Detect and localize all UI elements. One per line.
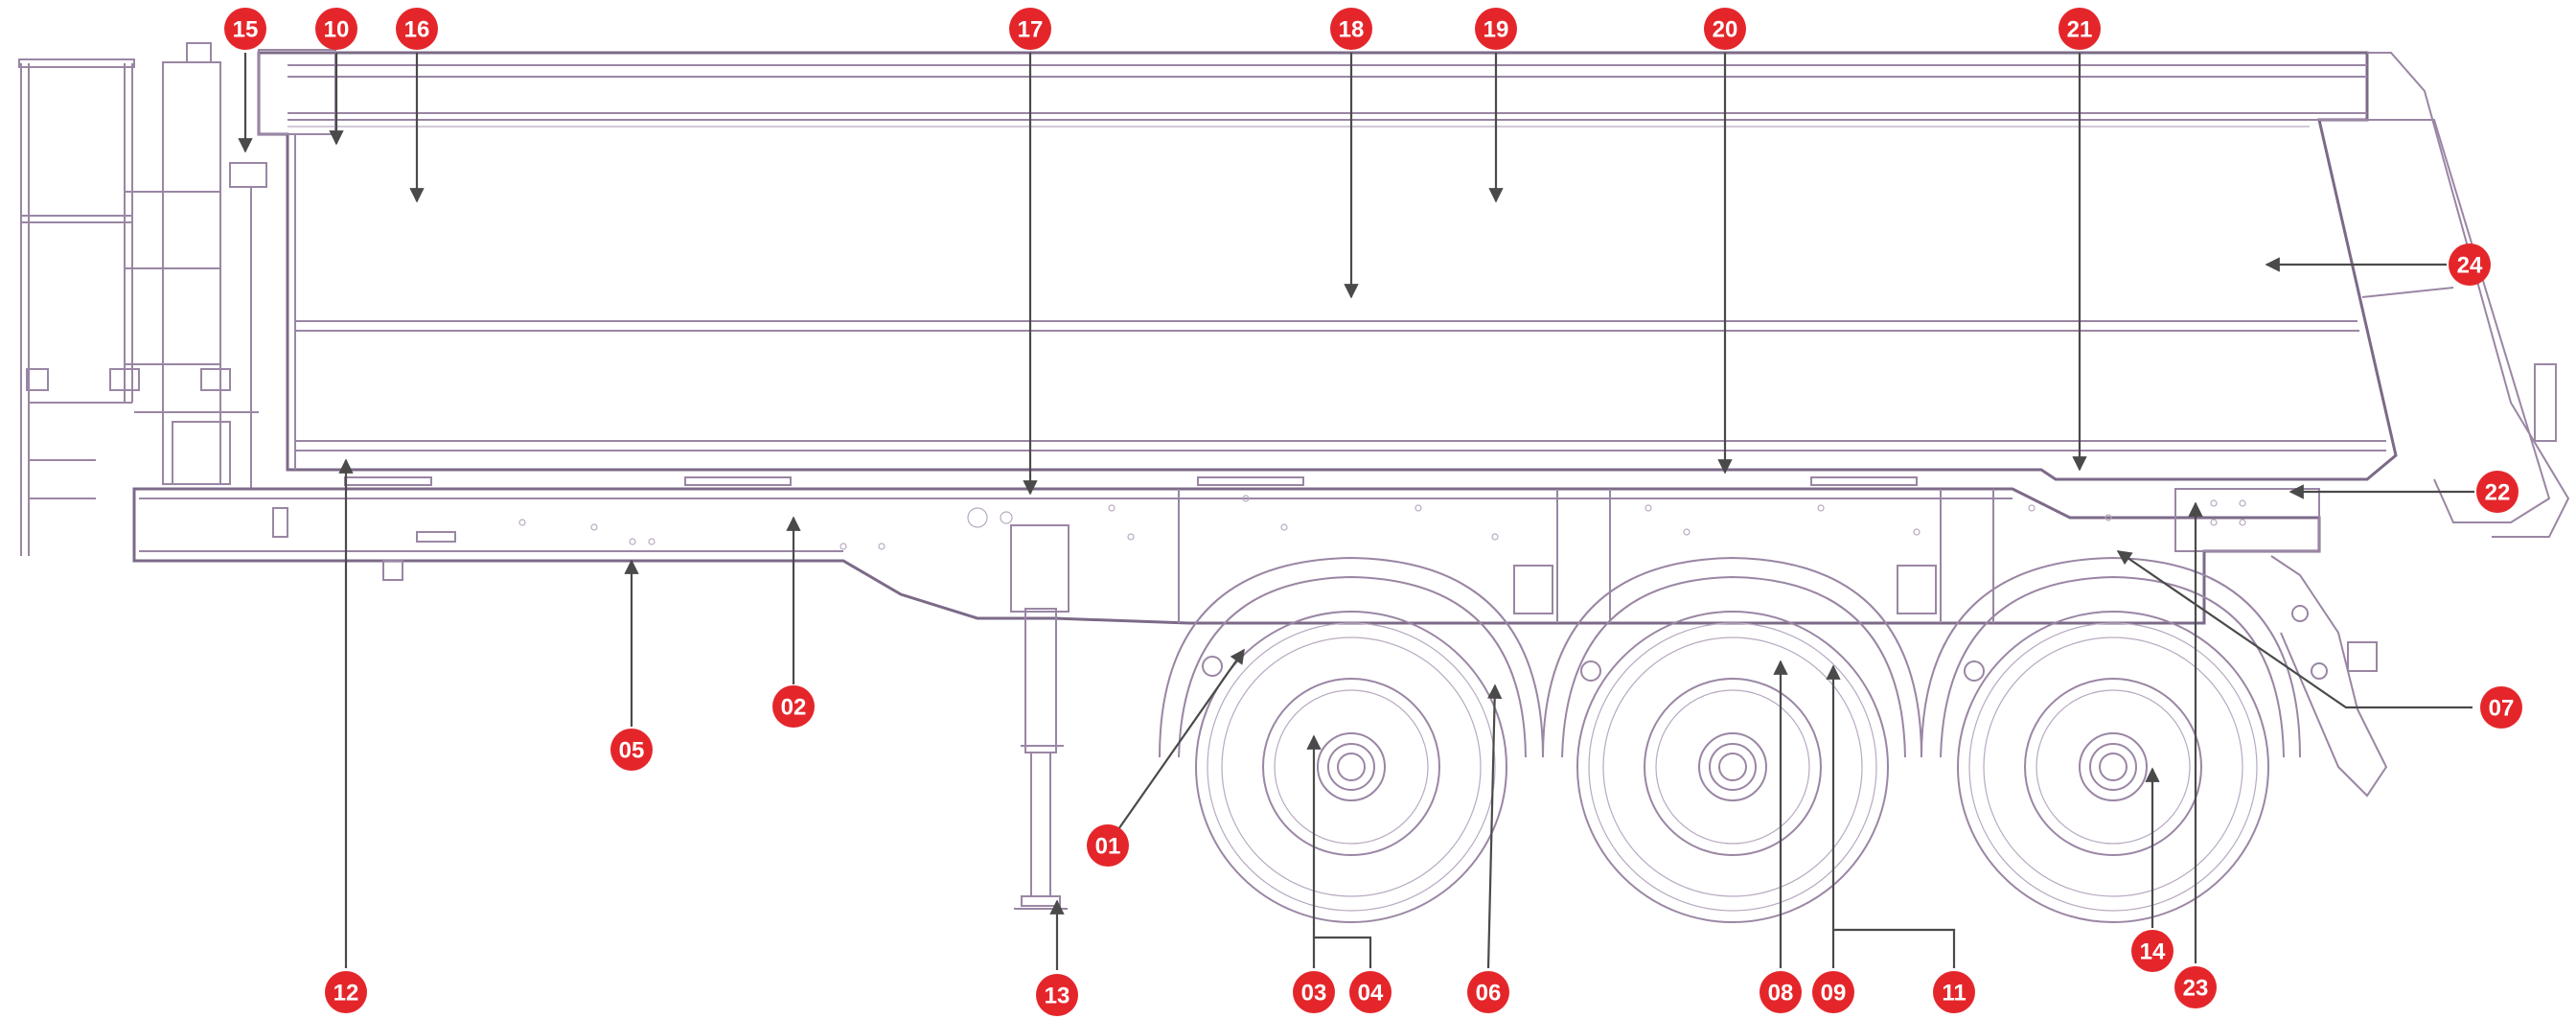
svg-text:24: 24 [2457, 253, 2483, 279]
callout-16: 16 [396, 8, 438, 50]
svg-text:14: 14 [2140, 939, 2166, 965]
axle-assembly [1159, 556, 2301, 923]
trailer-drawing [18, 42, 2570, 923]
callout-08: 08 [1760, 971, 1802, 1013]
landing-leg [1010, 524, 1070, 910]
callout-02: 02 [772, 685, 815, 728]
leader-01 [1116, 648, 1245, 833]
callout-24: 24 [2449, 243, 2491, 286]
callout-03: 03 [1293, 971, 1335, 1013]
callout-11: 11 [1933, 971, 1975, 1013]
front-ladder [18, 58, 231, 556]
svg-text:13: 13 [1045, 984, 1070, 1009]
leader-07 [2116, 550, 2472, 709]
callout-04: 04 [1349, 971, 1392, 1013]
callout-15: 15 [224, 8, 266, 50]
callout-18: 18 [1330, 8, 1372, 50]
callout-06: 06 [1467, 971, 1509, 1013]
callout-07: 07 [2480, 686, 2522, 729]
svg-text:02: 02 [781, 695, 807, 721]
svg-text:18: 18 [1339, 17, 1365, 43]
callout-05: 05 [610, 729, 653, 771]
svg-text:16: 16 [404, 17, 430, 43]
svg-text:01: 01 [1095, 834, 1121, 860]
callout-12: 12 [325, 971, 367, 1013]
svg-text:08: 08 [1768, 981, 1794, 1007]
chassis-frame [132, 487, 2321, 625]
svg-text:23: 23 [2183, 976, 2209, 1002]
wheel-3 [1957, 611, 2269, 923]
svg-text:11: 11 [1942, 981, 1966, 1007]
leader-06 [1486, 683, 1503, 969]
callout-13: 13 [1036, 974, 1078, 1016]
callout-20: 20 [1704, 8, 1746, 50]
tipper-body [257, 49, 2570, 538]
svg-text:19: 19 [1484, 17, 1509, 43]
svg-text:22: 22 [2485, 480, 2511, 506]
callout-23: 23 [2174, 966, 2217, 1008]
leader-04 [1314, 936, 1372, 968]
svg-text:15: 15 [233, 17, 259, 43]
svg-text:06: 06 [1476, 981, 1502, 1007]
svg-text:03: 03 [1301, 981, 1327, 1007]
callout-09: 09 [1812, 971, 1854, 1013]
svg-text:04: 04 [1358, 981, 1384, 1007]
svg-text:09: 09 [1821, 981, 1847, 1007]
svg-text:17: 17 [1018, 17, 1044, 43]
callout-markers: 01 02 03 04 05 06 07 08 09 10 11 12 13 1… [224, 8, 2522, 1016]
leader-lines [238, 53, 2474, 970]
svg-text:12: 12 [334, 981, 359, 1007]
rear-hitch [2270, 555, 2388, 798]
callout-22: 22 [2476, 471, 2518, 513]
callout-10: 10 [315, 8, 357, 50]
svg-text:21: 21 [2067, 17, 2093, 43]
callout-14: 14 [2131, 930, 2174, 972]
svg-text:10: 10 [324, 17, 350, 43]
callout-01: 01 [1087, 824, 1129, 867]
svg-text:05: 05 [619, 738, 645, 764]
callout-19: 19 [1475, 8, 1517, 50]
svg-text:20: 20 [1713, 17, 1738, 43]
callout-17: 17 [1009, 8, 1051, 50]
wheel-2 [1576, 611, 1889, 923]
callout-21: 21 [2058, 8, 2101, 50]
svg-text:07: 07 [2489, 696, 2515, 722]
wheel-1 [1195, 611, 1507, 923]
leader-11 [1833, 928, 1956, 968]
front-bulkhead [134, 42, 267, 489]
